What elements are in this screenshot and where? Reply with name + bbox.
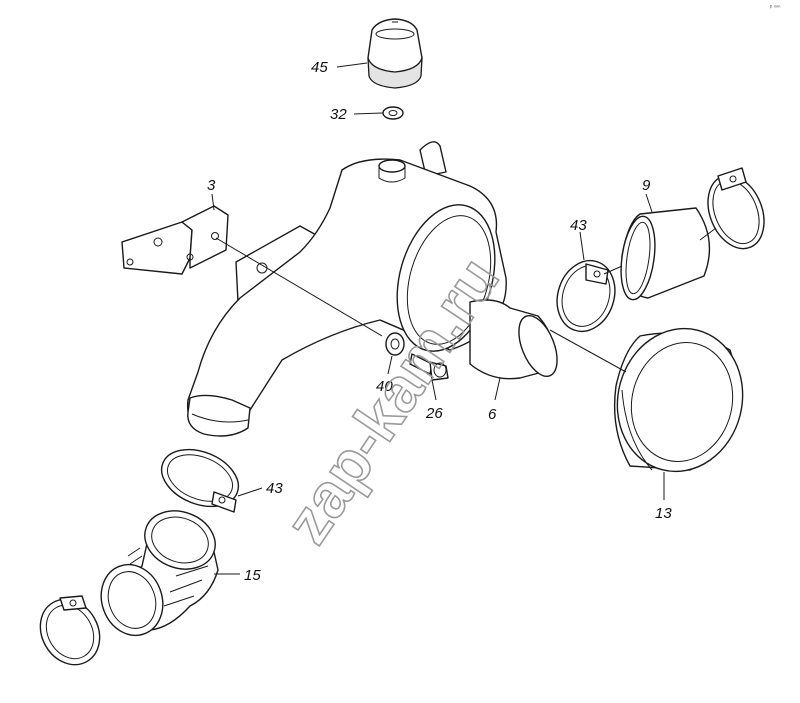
clamp-left-part — [39, 595, 101, 666]
callout-9: 9 — [642, 177, 651, 194]
callout-32: 32 — [330, 106, 347, 123]
cap-part — [367, 18, 423, 89]
bolt-part — [409, 353, 449, 381]
housing-part — [186, 141, 558, 437]
washer-40-part — [385, 332, 405, 356]
hose-part — [620, 207, 711, 301]
callout-15: 15 — [244, 567, 261, 584]
callout-45: 45 — [311, 59, 328, 76]
hose-ring-part — [100, 563, 164, 637]
callout-43-lower: 43 — [266, 480, 283, 497]
callout-6: 6 — [488, 406, 497, 423]
clamp-right-part — [707, 167, 765, 250]
clamp-lower-part — [160, 448, 240, 513]
callout-3: 3 — [207, 177, 216, 194]
bracket-part — [121, 205, 229, 275]
callout-13: 13 — [655, 505, 672, 522]
corner-mark: ᵖ ⁿⁿⁿ — [770, 4, 781, 11]
callout-40: 40 — [376, 378, 393, 395]
washer-part — [382, 106, 404, 120]
cover-part — [613, 327, 744, 473]
callout-43-upper: 43 — [570, 217, 587, 234]
callout-26: 26 — [425, 405, 443, 422]
clamp-upper-part — [556, 259, 616, 333]
